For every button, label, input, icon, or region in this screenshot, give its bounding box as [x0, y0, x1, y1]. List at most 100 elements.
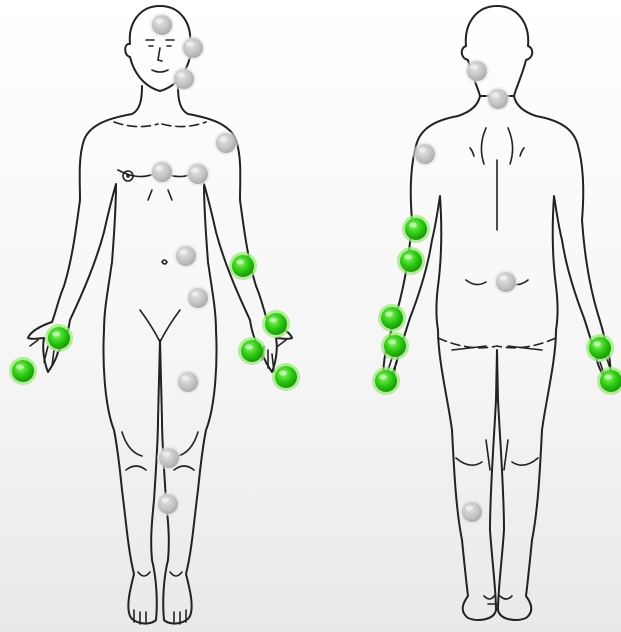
marker-dot — [152, 15, 172, 35]
marker-highlight — [219, 136, 227, 141]
marker-back-left-hand[interactable] — [381, 332, 409, 360]
back-waistline — [438, 338, 556, 348]
pain-markers — [9, 13, 621, 524]
marker-front-left-forearm[interactable] — [229, 252, 257, 280]
marker-highlight — [388, 339, 396, 344]
back-spine — [466, 160, 528, 285]
marker-dot — [241, 340, 263, 362]
marker-dot — [488, 89, 508, 109]
marker-highlight — [162, 451, 170, 456]
marker-highlight — [499, 275, 507, 280]
marker-dot — [275, 366, 297, 388]
back-shoulder-blades — [470, 128, 524, 164]
front-collarbone — [114, 122, 206, 127]
marker-highlight — [181, 375, 189, 380]
marker-dot — [496, 272, 516, 292]
front-figure — [28, 6, 292, 624]
marker-dot — [467, 61, 487, 81]
marker-dot — [174, 69, 194, 89]
marker-highlight — [177, 72, 185, 77]
front-pelvis-lines — [140, 310, 180, 342]
front-navel — [162, 260, 167, 264]
marker-highlight — [191, 167, 199, 172]
marker-back-upper-back[interactable] — [486, 87, 510, 111]
marker-dot — [405, 218, 427, 240]
back-fingers — [388, 356, 610, 376]
marker-dot — [384, 335, 406, 357]
marker-dot — [375, 370, 397, 392]
marker-back-neck[interactable] — [465, 59, 489, 83]
marker-front-left-shoulder[interactable] — [214, 131, 238, 155]
marker-highlight — [191, 291, 199, 296]
marker-highlight — [279, 370, 287, 375]
marker-highlight — [593, 341, 601, 346]
marker-front-left-temple[interactable] — [181, 36, 205, 60]
marker-dot — [178, 372, 198, 392]
back-head-outline — [462, 6, 533, 96]
marker-highlight — [418, 147, 426, 152]
marker-highlight — [155, 165, 163, 170]
marker-dot — [12, 360, 34, 382]
marker-highlight — [52, 331, 60, 336]
marker-highlight — [491, 92, 499, 97]
front-right-nipple-dot — [126, 174, 130, 178]
marker-dot — [265, 313, 287, 335]
marker-dot — [216, 133, 236, 153]
marker-highlight — [379, 374, 387, 379]
marker-dot — [232, 255, 254, 277]
marker-back-left-shoulder[interactable] — [413, 142, 437, 166]
front-face-features — [146, 40, 174, 72]
marker-highlight — [186, 41, 194, 46]
front-ankles — [134, 572, 186, 624]
marker-highlight — [385, 311, 393, 316]
marker-front-left-groin[interactable] — [186, 286, 210, 310]
marker-dot — [600, 370, 621, 392]
marker-front-forehead[interactable] — [150, 13, 174, 37]
marker-back-left-elbow[interactable] — [402, 215, 430, 243]
marker-highlight — [409, 222, 417, 227]
marker-dot — [183, 38, 203, 58]
marker-front-left-fingers[interactable] — [272, 363, 300, 391]
marker-dot — [48, 327, 70, 349]
marker-front-right-fingers[interactable] — [9, 357, 37, 385]
marker-highlight — [404, 254, 412, 259]
marker-back-calf[interactable] — [460, 500, 484, 524]
marker-highlight — [465, 505, 473, 510]
marker-front-left-shin[interactable] — [156, 492, 180, 516]
marker-front-jaw[interactable] — [172, 67, 196, 91]
marker-dot — [462, 502, 482, 522]
marker-highlight — [179, 249, 187, 254]
marker-dot — [159, 448, 179, 468]
marker-highlight — [604, 374, 612, 379]
marker-dot — [415, 144, 435, 164]
marker-dot — [158, 494, 178, 514]
marker-front-left-wrist[interactable] — [238, 337, 266, 365]
marker-front-right-palm[interactable] — [45, 324, 73, 352]
marker-highlight — [161, 497, 169, 502]
marker-front-abdomen[interactable] — [174, 244, 198, 268]
marker-front-left-knee[interactable] — [157, 446, 181, 470]
marker-highlight — [236, 259, 244, 264]
marker-front-sternum[interactable] — [150, 160, 174, 184]
marker-back-right-hand[interactable] — [586, 334, 614, 362]
marker-highlight — [470, 64, 478, 69]
marker-highlight — [245, 344, 253, 349]
marker-dot — [400, 250, 422, 272]
marker-highlight — [155, 18, 163, 23]
marker-back-left-forearm[interactable] — [397, 247, 425, 275]
back-knees — [456, 440, 538, 470]
marker-front-left-thigh[interactable] — [176, 370, 200, 394]
marker-dot — [152, 162, 172, 182]
marker-dot — [188, 288, 208, 308]
marker-back-left-fingers[interactable] — [372, 367, 400, 395]
marker-dot — [176, 246, 196, 266]
marker-front-left-thumb[interactable] — [262, 310, 290, 338]
marker-dot — [381, 307, 403, 329]
marker-front-left-chest[interactable] — [186, 162, 210, 186]
marker-dot — [589, 337, 611, 359]
marker-back-lower-back[interactable] — [494, 270, 518, 294]
marker-highlight — [269, 317, 277, 322]
marker-highlight — [16, 364, 24, 369]
marker-back-left-wrist[interactable] — [378, 304, 406, 332]
